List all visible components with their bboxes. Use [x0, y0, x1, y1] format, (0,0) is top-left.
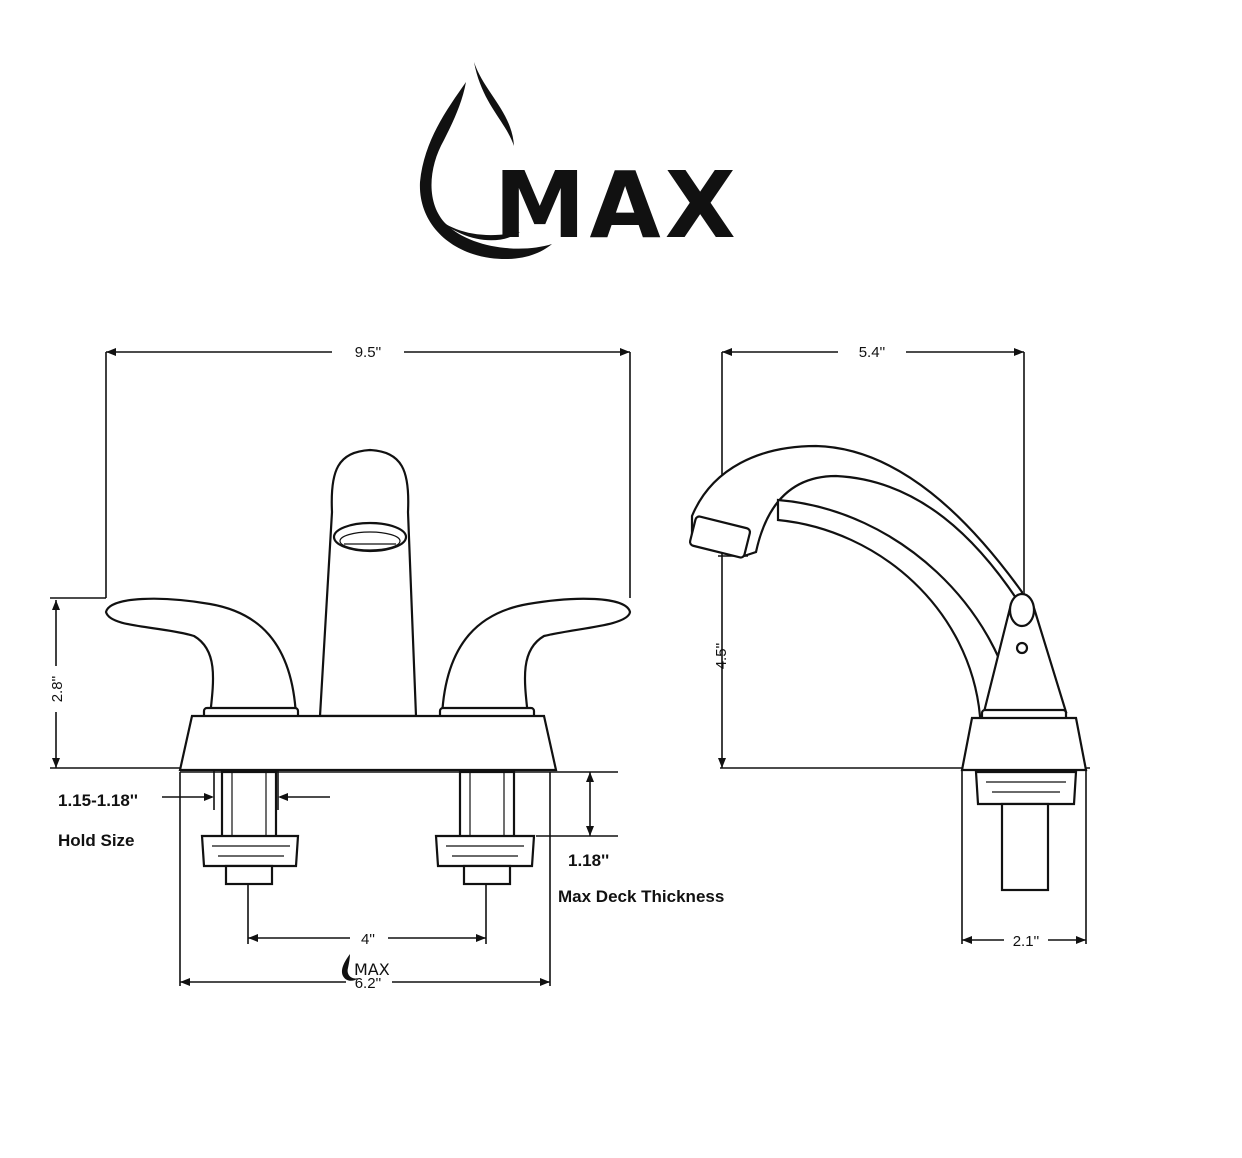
handle-height-dimension: 2.8'' — [49, 600, 186, 769]
side-aerator — [688, 515, 752, 559]
handle-height-label: 2.8'' — [49, 676, 66, 703]
max-logo: MAX — [419, 62, 740, 260]
hole-size-dimension: 1.15-1.18'' Hold Size — [58, 770, 330, 850]
base-depth-label: 2.1'' — [1013, 933, 1040, 950]
overall-width-label: 9.5'' — [355, 344, 382, 361]
wave-swoosh-icon — [430, 212, 520, 241]
left-shank — [200, 770, 300, 886]
right-shank — [434, 770, 536, 886]
watermark-logo: MAX — [341, 954, 390, 981]
front-view: 9.5'' 2.8'' — [49, 344, 724, 992]
brand-name: MAX — [494, 152, 740, 259]
hole-size-label: Hold Size — [58, 831, 135, 850]
overall-width-dimension: 9.5'' — [50, 344, 631, 599]
spout-reach-dimension: 5.4'' — [722, 344, 1025, 596]
side-view: 5.4'' 4.5'' — [688, 344, 1090, 950]
deck-thickness-dimension: 1.18'' Max Deck Thickness — [536, 772, 724, 906]
deck-thickness-label: Max Deck Thickness — [558, 887, 724, 906]
center-spacing-dimension: 4'' — [247, 884, 487, 948]
spout-height-label: 4.5'' — [713, 643, 730, 670]
deck-thickness-value: 1.18'' — [568, 851, 609, 870]
right-handle — [440, 597, 632, 718]
base-width-dimension: 6.2'' — [179, 772, 551, 992]
spout-reach-label: 5.4'' — [859, 344, 886, 361]
base-width-label: 6.2'' — [355, 975, 382, 992]
base-plate — [178, 714, 558, 772]
side-base — [960, 716, 1088, 772]
base-depth-dimension: 2.1'' — [961, 770, 1087, 950]
watermark-drop-icon — [341, 954, 358, 981]
front-spout — [318, 448, 418, 718]
water-drop-icon — [419, 62, 552, 260]
aerator — [332, 521, 408, 553]
hole-size-value: 1.15-1.18'' — [58, 791, 138, 810]
center-spacing-label: 4'' — [361, 931, 375, 948]
left-handle — [104, 597, 298, 718]
watermark-text: MAX — [354, 960, 390, 979]
side-shank — [974, 770, 1078, 892]
